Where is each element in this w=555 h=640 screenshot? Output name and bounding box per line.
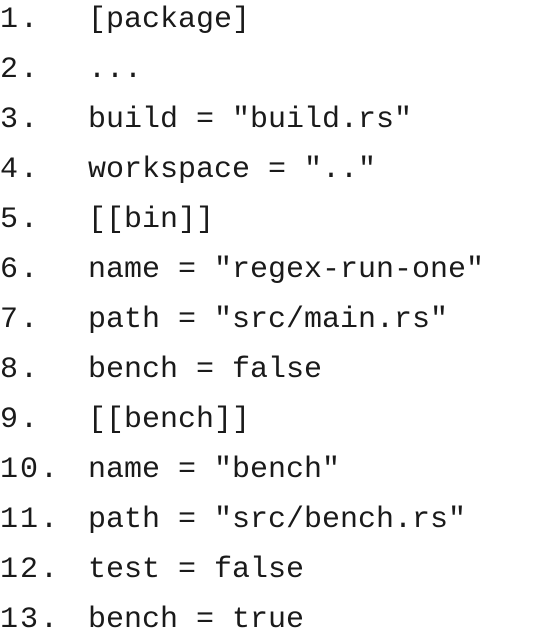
code-line: 11. path = "src/bench.rs": [0, 500, 466, 550]
line-number: 1.: [0, 3, 41, 37]
line-number: 3.: [0, 103, 41, 137]
line-number: 6.: [0, 253, 41, 287]
code-line: 13. bench = true: [0, 600, 304, 637]
code-line: 1. [package]: [0, 0, 250, 50]
line-text: name = "bench": [88, 453, 341, 487]
line-number: 13.: [0, 603, 61, 637]
code-line: 7. path = "src/main.rs": [0, 300, 448, 350]
code-line: 4. workspace = "..": [0, 150, 376, 200]
line-text: name = "regex-run-one": [88, 253, 485, 287]
line-text: path = "src/bench.rs": [88, 503, 467, 537]
code-line: 10. name = "bench": [0, 450, 340, 500]
line-text: [[bench]]: [88, 403, 251, 437]
code-line: 2....: [0, 50, 142, 100]
code-line: 9. [[bench]]: [0, 400, 250, 450]
line-text: build = "build.rs": [88, 103, 413, 137]
line-text: test = false: [88, 553, 305, 587]
line-number: 2.: [0, 53, 41, 87]
line-text: path = "src/main.rs": [88, 303, 449, 337]
code-line: 6. name = "regex-run-one": [0, 250, 484, 300]
line-text: bench = true: [88, 603, 305, 637]
line-number: 5.: [0, 203, 41, 237]
code-line: 8. bench = false: [0, 350, 322, 400]
line-text: [package]: [88, 3, 251, 37]
code-line: 12. test = false: [0, 550, 304, 600]
line-number: 9.: [0, 403, 41, 437]
line-number: 12.: [0, 553, 61, 587]
line-text: bench = false: [88, 353, 323, 387]
line-text: ...: [88, 53, 143, 87]
line-text: [[bin]]: [88, 203, 215, 237]
line-number: 7.: [0, 303, 41, 337]
line-text: workspace = "..": [88, 153, 377, 187]
line-number: 11.: [0, 503, 61, 537]
code-line: 3. build = "build.rs": [0, 100, 412, 150]
line-number: 4.: [0, 153, 41, 187]
code-line: 5. [[bin]]: [0, 200, 214, 250]
line-number: 8.: [0, 353, 41, 387]
line-number: 10.: [0, 453, 61, 487]
